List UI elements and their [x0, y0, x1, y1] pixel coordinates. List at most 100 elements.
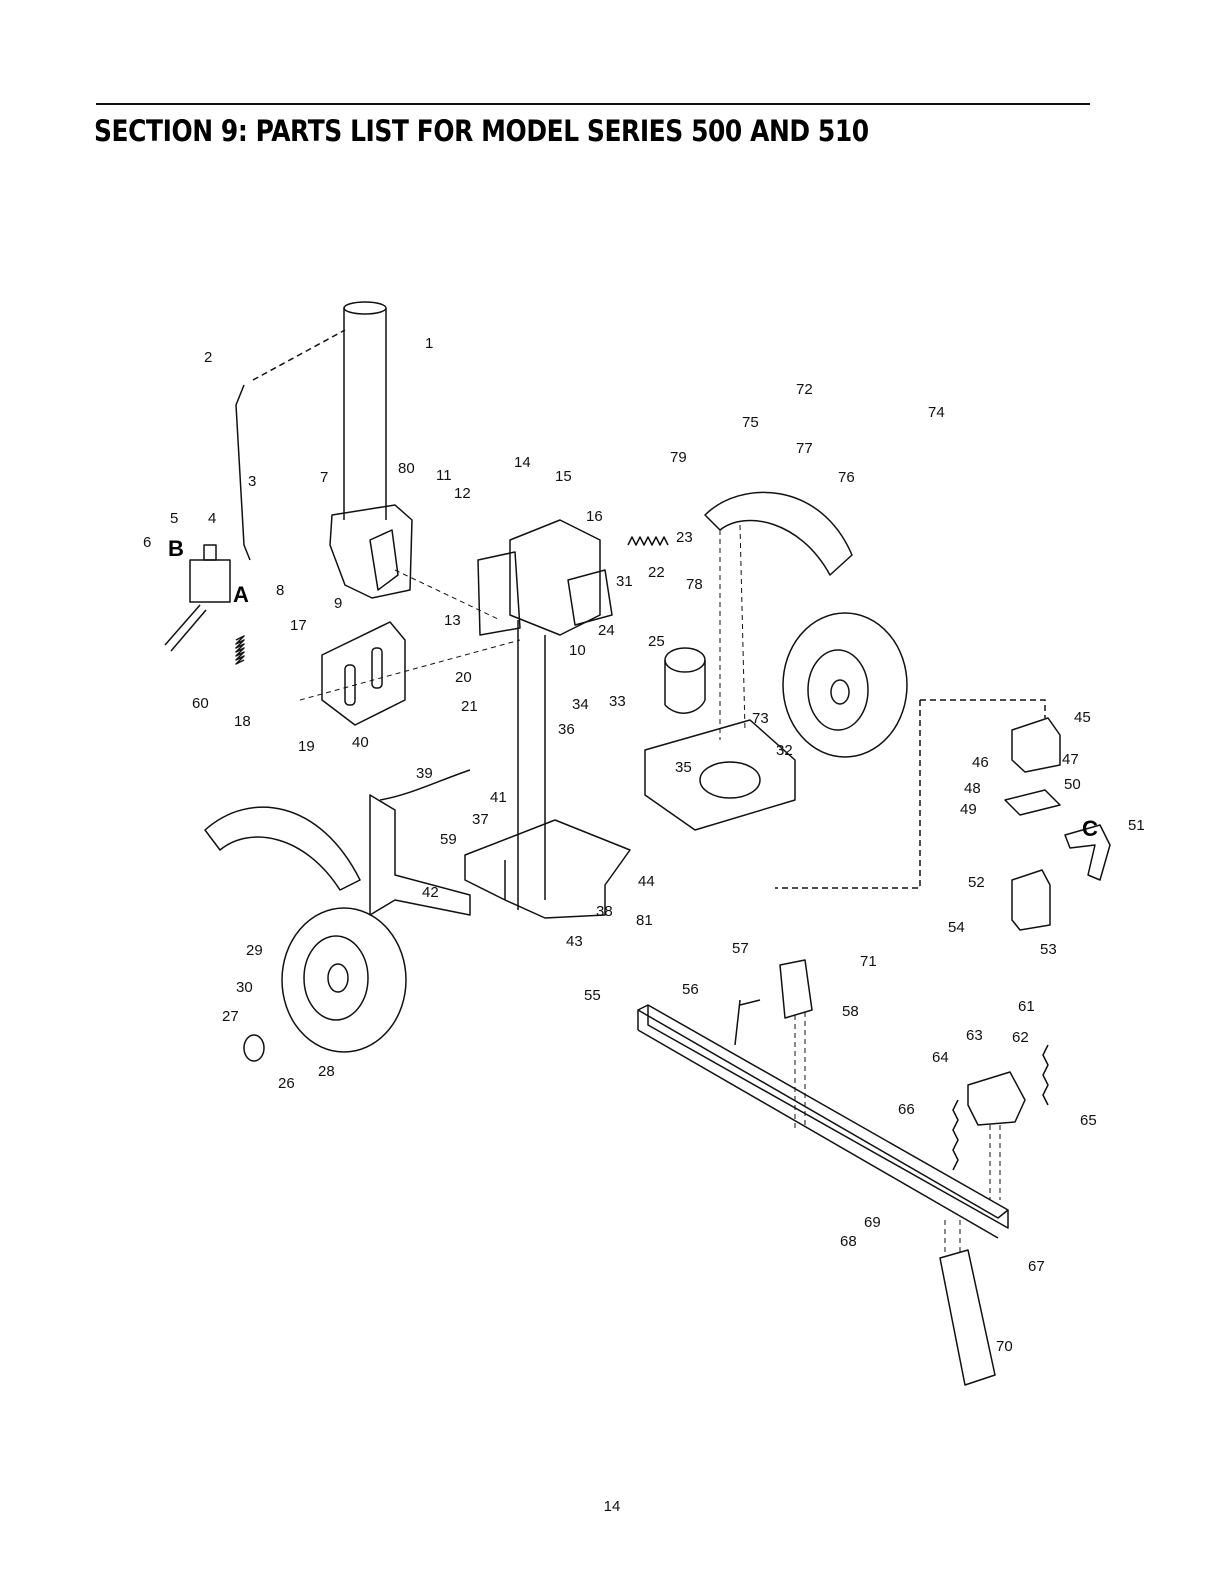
detail-letter-a: A	[233, 582, 249, 607]
callout-33: 33	[609, 693, 626, 710]
callout-17: 17	[290, 617, 307, 634]
callout-39: 39	[416, 765, 433, 782]
engine-plate-drawing	[644, 719, 796, 831]
callout-56: 56	[682, 981, 699, 998]
callout-23: 23	[676, 529, 693, 546]
callout-22: 22	[648, 564, 665, 581]
callout-70: 70	[996, 1338, 1013, 1355]
jack-stand-drawing	[939, 1249, 996, 1386]
page-title: SECTION 9: PARTS LIST FOR MODEL SERIES 5…	[94, 114, 869, 148]
callout-1: 1	[425, 335, 433, 352]
callout-46: 46	[972, 754, 989, 771]
callout-34: 34	[572, 696, 589, 713]
callout-53: 53	[1040, 941, 1057, 958]
tank-base-drawing	[464, 819, 631, 919]
callout-38: 38	[596, 903, 613, 920]
callout-26: 26	[278, 1075, 295, 1092]
callout-28: 28	[318, 1063, 335, 1080]
callout-51: 51	[1128, 817, 1145, 834]
callout-40: 40	[352, 734, 369, 751]
callout-59: 59	[440, 831, 457, 848]
callout-2: 2	[204, 349, 212, 366]
pump-drawing	[1004, 717, 1061, 931]
callout-69: 69	[864, 1214, 881, 1231]
right-wheel-drawing	[782, 612, 908, 758]
callout-52: 52	[968, 874, 985, 891]
callout-4: 4	[208, 510, 216, 527]
callout-50: 50	[1064, 776, 1081, 793]
left-fender-drawing	[204, 806, 361, 891]
callout-58: 58	[842, 1003, 859, 1020]
callout-30: 30	[236, 979, 253, 996]
callout-75: 75	[742, 414, 759, 431]
callout-5: 5	[170, 510, 178, 527]
callout-41: 41	[490, 789, 507, 806]
callout-76: 76	[838, 469, 855, 486]
callout-45: 45	[1074, 709, 1091, 726]
callout-24: 24	[598, 622, 615, 639]
spring-60-drawing	[235, 635, 245, 665]
callout-54: 54	[948, 919, 965, 936]
callout-27: 27	[222, 1008, 239, 1025]
callout-67: 67	[1028, 1258, 1045, 1275]
callout-57: 57	[732, 940, 749, 957]
callout-74: 74	[928, 404, 945, 421]
callout-62: 62	[1012, 1029, 1029, 1046]
callout-44: 44	[638, 873, 655, 890]
callout-66: 66	[898, 1101, 915, 1118]
callout-13: 13	[444, 612, 461, 629]
callout-9: 9	[334, 595, 342, 612]
callout-42: 42	[422, 884, 439, 901]
page-number: 14	[603, 1498, 621, 1515]
callout-36: 36	[558, 721, 575, 738]
hydraulic-cylinder-drawing	[329, 301, 413, 599]
detail-letter-b: B	[168, 536, 184, 561]
callout-63: 63	[966, 1027, 983, 1044]
callout-37: 37	[472, 811, 489, 828]
callout-25: 25	[648, 633, 665, 650]
callout-29: 29	[246, 942, 263, 959]
hose-drawing	[235, 384, 251, 561]
callout-14: 14	[514, 454, 531, 471]
callout-3: 3	[248, 473, 256, 490]
callout-79: 79	[670, 449, 687, 466]
detail-letters: A B C	[168, 536, 1098, 841]
callout-6: 6	[143, 534, 151, 551]
callout-81: 81	[636, 912, 653, 929]
callout-35: 35	[675, 759, 692, 776]
cradle-drawing	[369, 794, 471, 916]
callout-49: 49	[960, 801, 977, 818]
callout-48: 48	[964, 780, 981, 797]
callout-8: 8	[276, 582, 284, 599]
tongue-drawing	[637, 1004, 1009, 1239]
callout-80: 80	[398, 460, 415, 477]
callout-71: 71	[860, 953, 877, 970]
callout-55: 55	[584, 987, 601, 1004]
callout-64: 64	[932, 1049, 949, 1066]
callout-77: 77	[796, 440, 813, 457]
callout-21: 21	[461, 698, 478, 715]
right-fender-drawing	[704, 491, 853, 576]
callout-19: 19	[298, 738, 315, 755]
detail-letter-c: C	[1082, 816, 1098, 841]
callout-10: 10	[569, 642, 586, 659]
callout-43: 43	[566, 933, 583, 950]
callout-73: 73	[752, 710, 769, 727]
callout-78: 78	[686, 576, 703, 593]
callout-68: 68	[840, 1233, 857, 1250]
callout-32: 32	[776, 742, 793, 759]
filter-drawing	[664, 647, 706, 714]
callout-20: 20	[455, 669, 472, 686]
callout-15: 15	[555, 468, 572, 485]
spring-79-drawing	[627, 536, 669, 546]
callout-16: 16	[586, 508, 603, 525]
control-valve-drawing	[164, 544, 231, 652]
callout-labels: 1234567891011121314151617181920212223242…	[143, 335, 1145, 1355]
callout-7: 7	[320, 469, 328, 486]
callout-72: 72	[796, 381, 813, 398]
hitch-coupler-drawing	[967, 1071, 1026, 1126]
bracket-plate-drawing	[321, 621, 406, 726]
callout-18: 18	[234, 713, 251, 730]
left-wheel-drawing	[281, 907, 407, 1053]
